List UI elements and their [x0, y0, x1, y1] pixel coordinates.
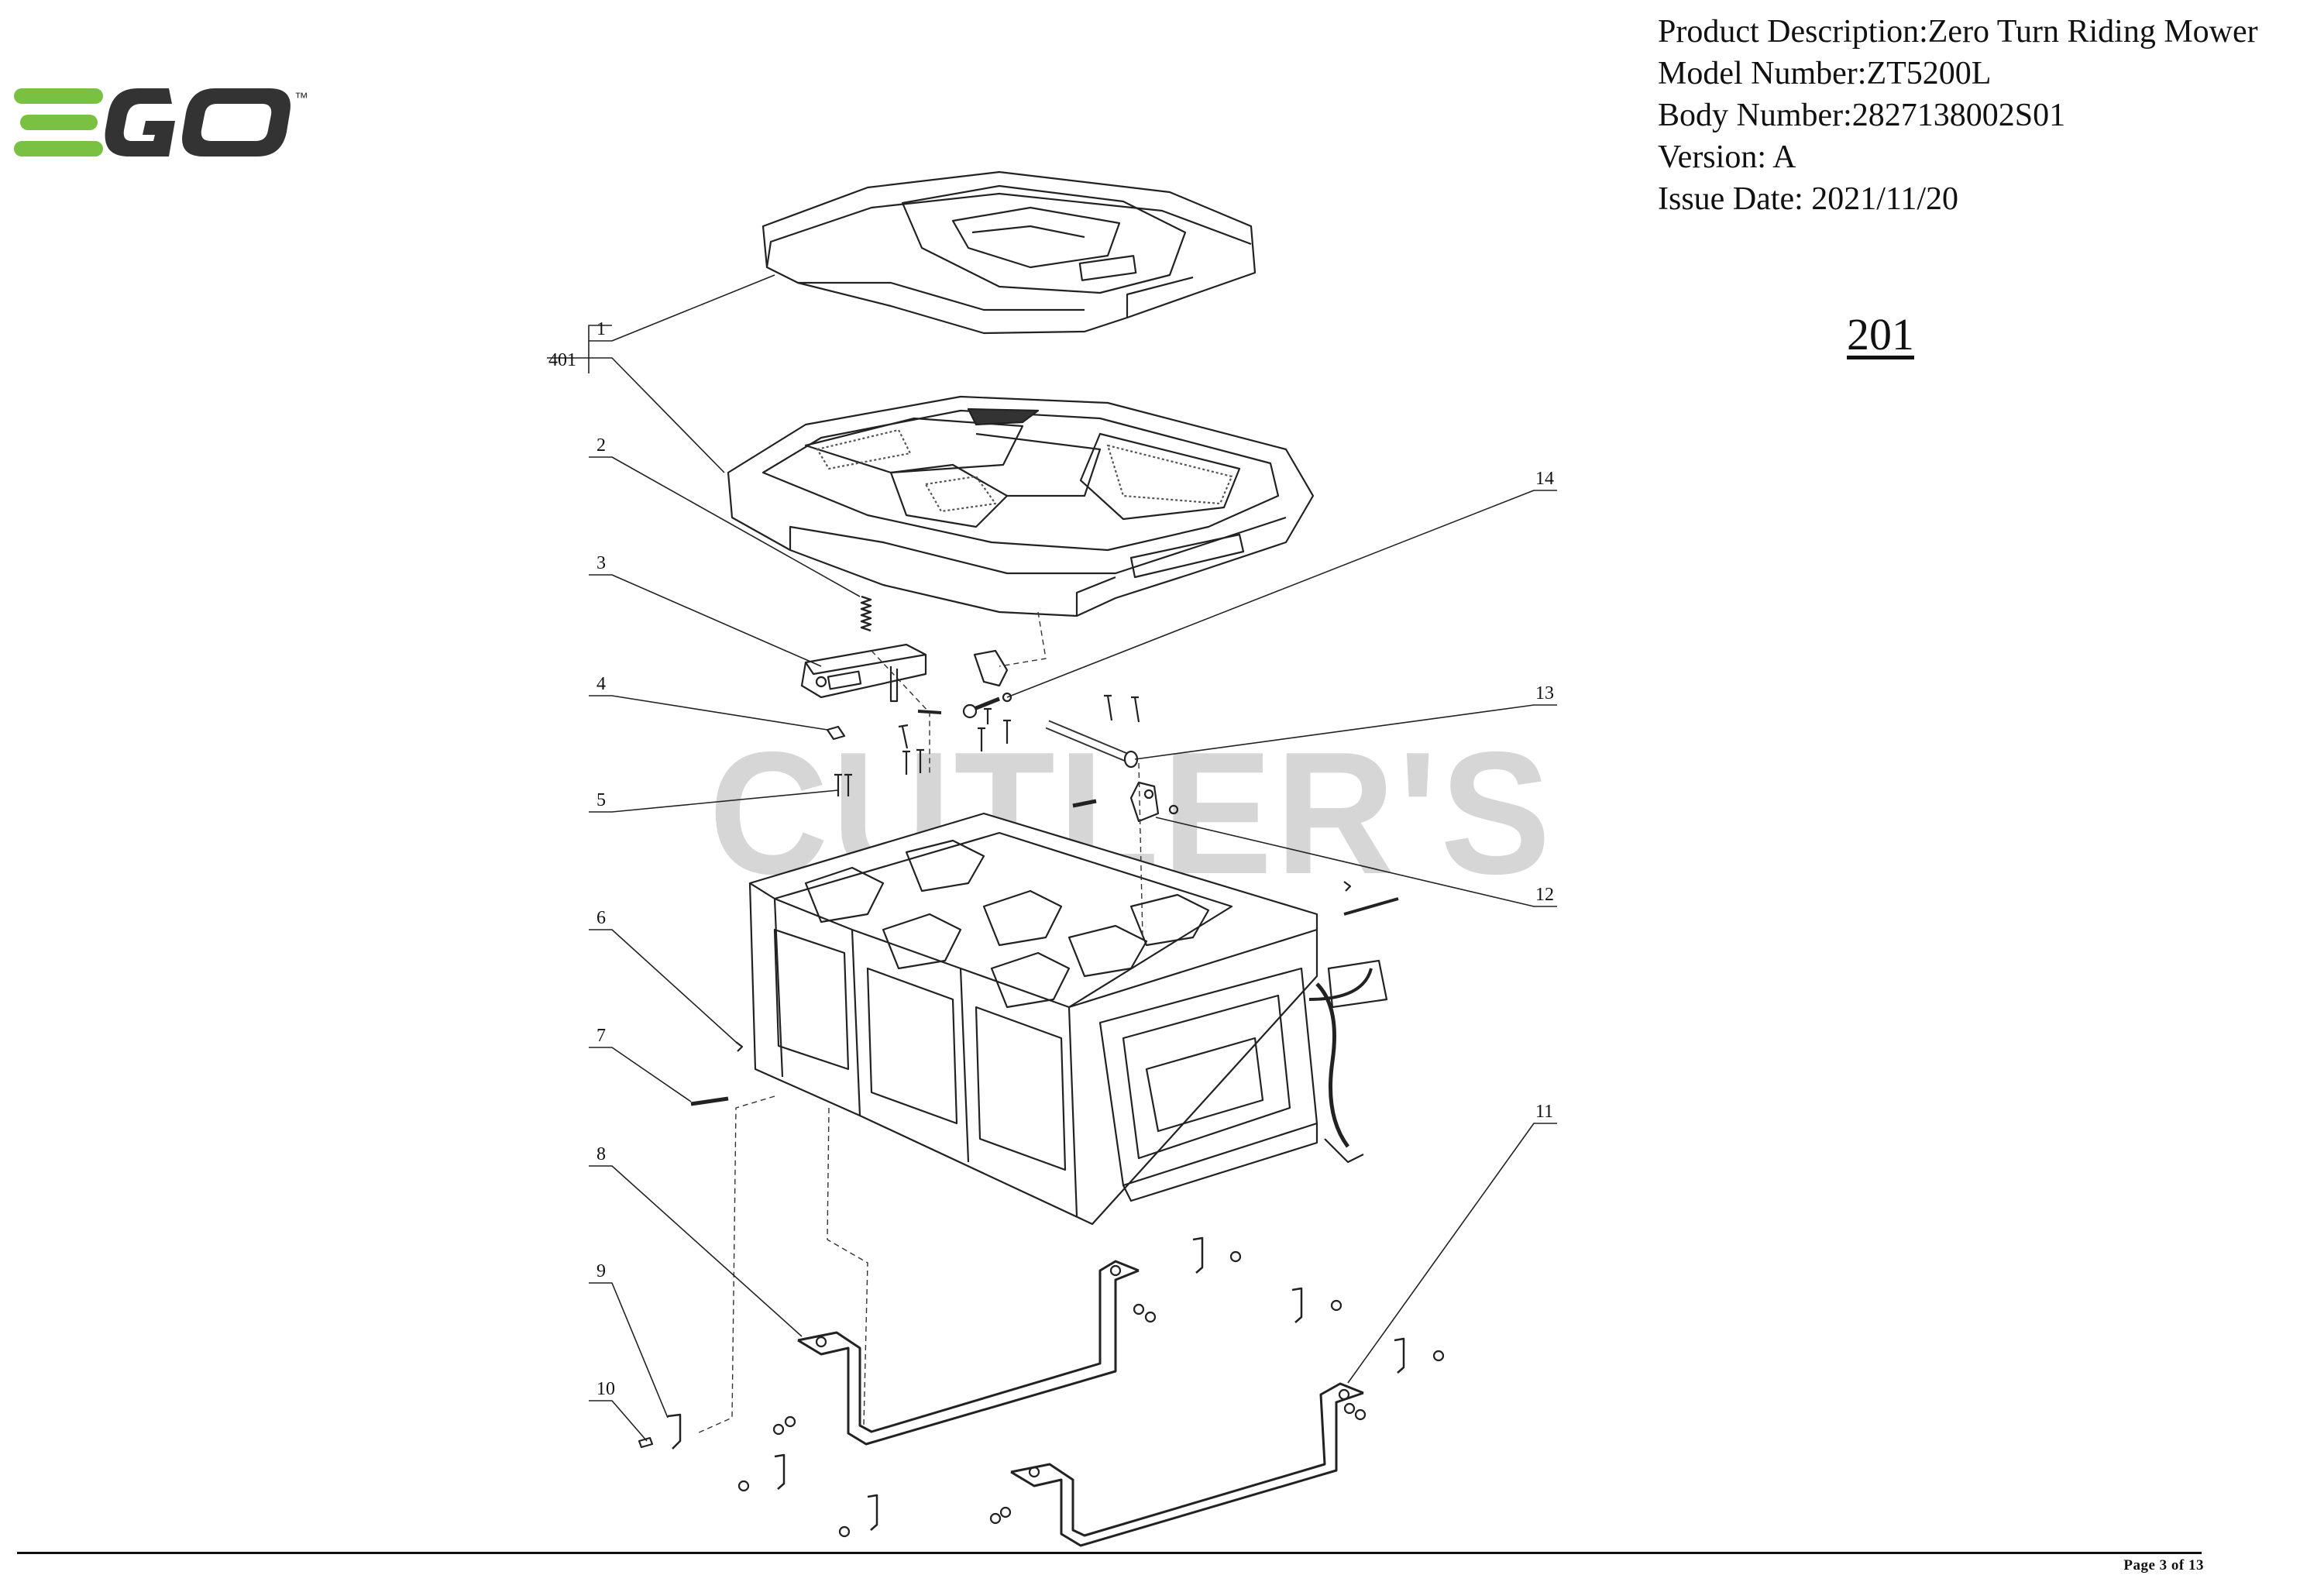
- footer-rule: [17, 1552, 2202, 1554]
- callout-13: 13: [1535, 683, 1554, 703]
- seat-shell-part: [727, 395, 1315, 617]
- ego-logo-e-bars: [14, 88, 103, 156]
- page-number: Page 3 of 13: [2123, 1557, 2204, 1573]
- fastener-parts: [638, 1236, 1445, 1538]
- callout-401: 401: [548, 350, 576, 370]
- mounting-bracket-part: [797, 1260, 1140, 1446]
- callout-1: 1: [596, 319, 606, 339]
- callout-5: 5: [596, 790, 606, 810]
- hinge-plate-part: [1072, 781, 1179, 823]
- trademark-mark: ™: [294, 90, 308, 105]
- screws-upper-group: [898, 694, 1140, 775]
- clip-and-pin-parts: [690, 881, 1399, 1106]
- callout-3: 3: [596, 553, 606, 573]
- callout-10: 10: [596, 1379, 615, 1399]
- issue-date: Issue Date: 2021/11/20: [1658, 181, 1959, 217]
- section-number: 201: [1847, 309, 1914, 359]
- callout-6: 6: [596, 908, 606, 928]
- callout-9: 9: [596, 1261, 606, 1281]
- callout-11: 11: [1535, 1102, 1553, 1122]
- callout-2: 2: [596, 435, 606, 456]
- callout-labels: 1 401 2 3 4 5 6 7 8 9 10 11 12 13 14: [548, 319, 1554, 1399]
- lower-bracket-part: [1010, 1382, 1364, 1547]
- document-info: Product Description:Zero Turn Riding Mow…: [1658, 11, 2258, 220]
- hinge-bracket-part: [962, 649, 1012, 719]
- callout-7: 7: [596, 1026, 606, 1046]
- body-number: Body Number:2827138002S01: [1658, 98, 2066, 133]
- pin-pair-part: [834, 773, 852, 796]
- model-number: Model Number:ZT5200L: [1658, 56, 1992, 91]
- spring-part: [860, 595, 872, 632]
- alignment-dashed-lines: [696, 611, 1143, 1434]
- latch-part: [800, 643, 927, 703]
- callout-8: 8: [596, 1144, 606, 1164]
- callout-4: 4: [596, 674, 606, 694]
- top-cover-part: [761, 170, 1257, 335]
- version: Version: A: [1658, 139, 1796, 175]
- support-rod-part: [1045, 720, 1139, 769]
- ego-logo-g: [105, 88, 175, 156]
- ego-logo: ™: [14, 88, 308, 156]
- callout-leader-lines: [547, 274, 1557, 1442]
- callout-12: 12: [1535, 885, 1554, 905]
- callout-14: 14: [1535, 469, 1554, 489]
- product-description: Product Description:Zero Turn Riding Mow…: [1658, 14, 2258, 50]
- ego-logo-o: [182, 88, 290, 156]
- battery-housing-part: [748, 812, 1388, 1226]
- clip-part: [826, 725, 846, 741]
